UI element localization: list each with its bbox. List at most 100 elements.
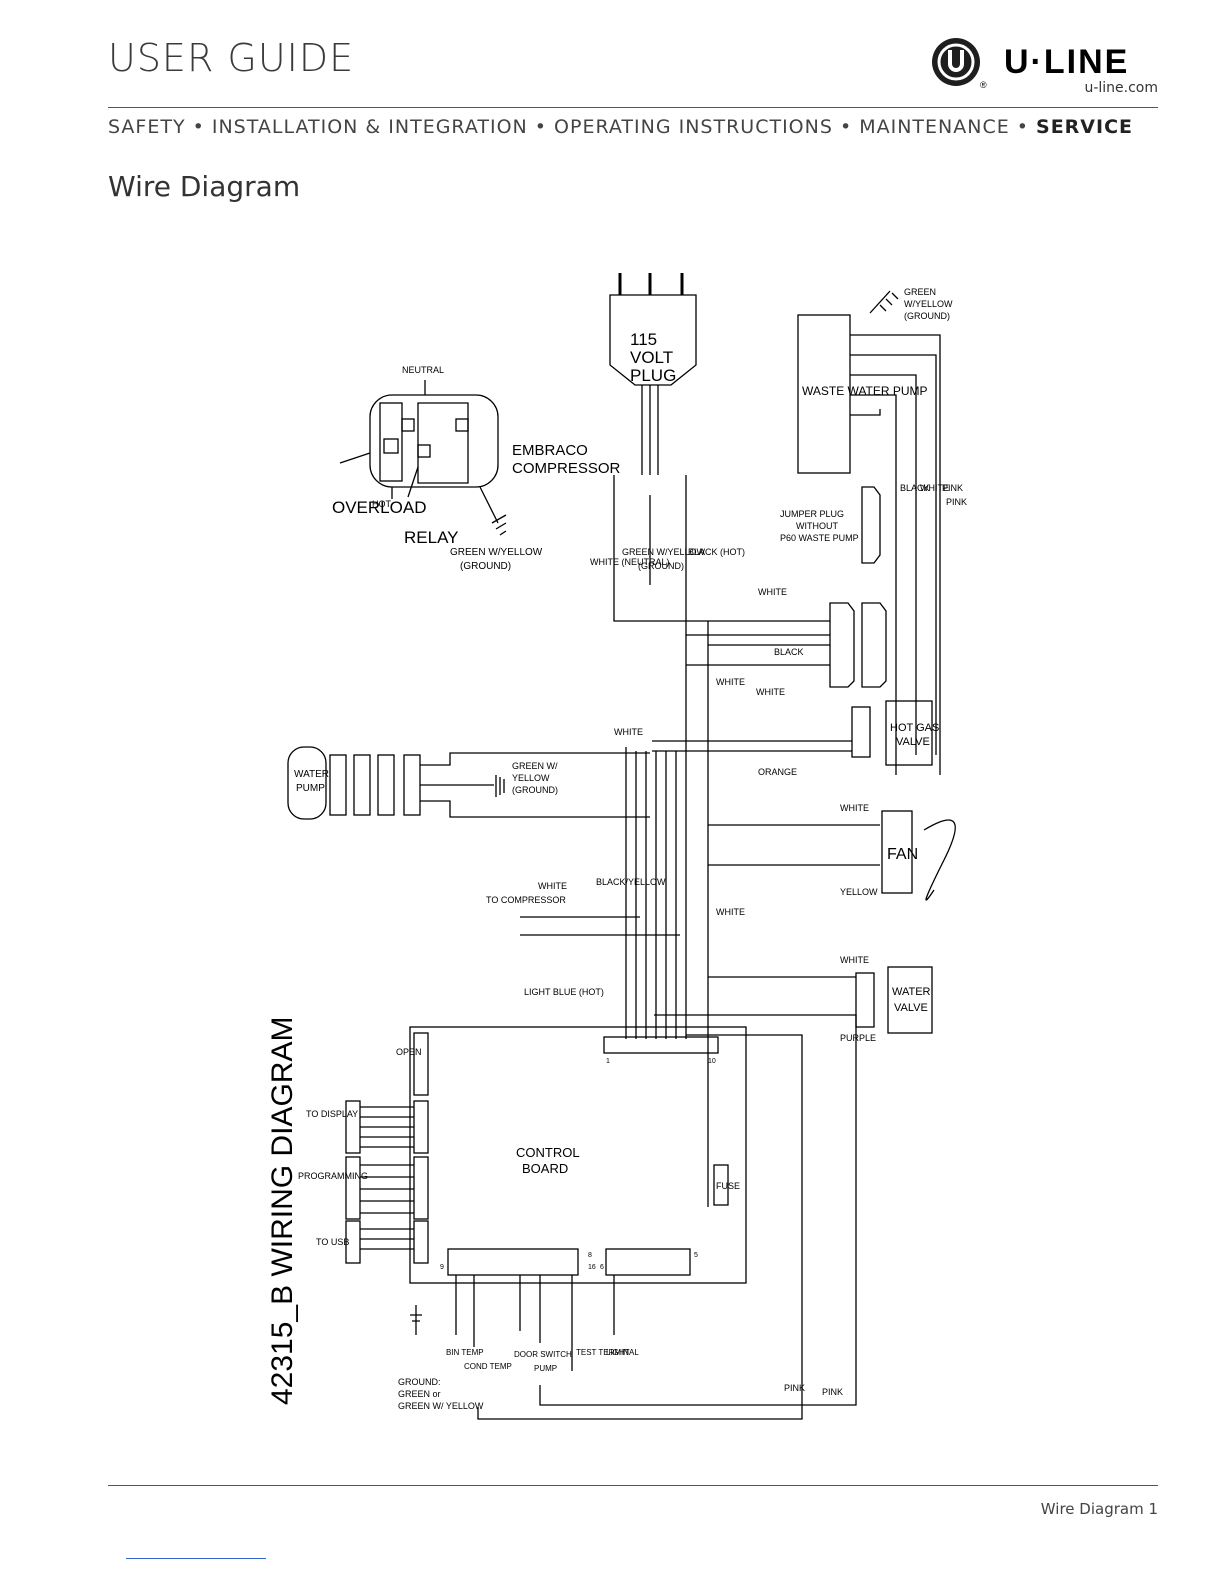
fuse-shape — [713, 1164, 729, 1206]
label-pink-3: PINK — [784, 1383, 805, 1393]
label-fuse: FUSE — [716, 1181, 740, 1191]
label-hot-gas-valve: VALVE — [896, 736, 930, 748]
label-pin-5: 5 — [694, 1252, 698, 1259]
label-white-3: WHITE — [716, 677, 745, 687]
label-pump: PUMP — [534, 1364, 557, 1373]
label-to-usb: TO USB — [316, 1237, 349, 1247]
label-to-compressor: TO COMPRESSOR — [486, 895, 566, 905]
waste-water-pump-shape — [797, 314, 851, 474]
label-bin-temp: BIN TEMP — [446, 1348, 484, 1357]
label-pin-9: 9 — [440, 1264, 444, 1271]
nav-item-maintenance[interactable]: MAINTENANCE — [859, 116, 1010, 138]
label-water: WATER — [892, 986, 931, 998]
label-water-pump: WATER — [294, 769, 329, 780]
label-open: OPEN — [396, 1047, 422, 1057]
footer-rule — [108, 1485, 1158, 1486]
nav-item-service[interactable]: SERVICE — [1036, 116, 1134, 138]
control-board-shape — [409, 1026, 747, 1284]
label-board: BOARD — [522, 1161, 568, 1176]
footer-page-label: Wire Diagram 1 — [1040, 1500, 1158, 1518]
label-programming: PROGRAMMING — [298, 1171, 368, 1181]
registered-mark: ® — [980, 80, 987, 90]
label-pump-wyellow: W/YELLOW — [904, 299, 953, 309]
label-embraco: EMBRACO — [512, 442, 588, 459]
label-white-9: WHITE — [538, 881, 567, 891]
label-overload: OVERLOAD — [332, 498, 426, 517]
footer-link-underline[interactable] — [126, 1558, 266, 1559]
label-water-pump-2: PUMP — [296, 783, 325, 794]
label-hot: HOT — [372, 499, 392, 509]
nav-item-operating[interactable]: OPERATING INSTRUCTIONS — [554, 116, 833, 138]
label-black-1: BLACK — [900, 483, 930, 493]
label-door-switch: DOOR SWITCH — [514, 1350, 572, 1359]
label-pink-2: PINK — [946, 497, 967, 507]
label-black-yellow: BLACK/YELLOW — [596, 877, 666, 887]
compressor-shape — [369, 394, 499, 488]
label-test-terminal: TEST TERMINAL — [576, 1348, 639, 1357]
label-pin-1: 1 — [606, 1058, 610, 1065]
label-pin-10: 10 — [708, 1058, 716, 1065]
label-orange: ORANGE — [758, 767, 797, 777]
label-pin-8: 8 — [588, 1252, 592, 1259]
section-title: Wire Diagram — [108, 170, 301, 203]
label-pin-6: 6 — [600, 1264, 604, 1271]
nav-item-safety[interactable]: SAFETY — [108, 116, 186, 138]
brand-name: U·LINE — [1004, 43, 1129, 81]
label-white-6: WHITE — [840, 803, 869, 813]
brand-logo: ® U·LINE — [932, 38, 1129, 90]
label-wp-yellow: YELLOW — [512, 773, 550, 783]
diagram-labels: 115 VOLT PLUG EMBRACO COMPRESSOR OVERLOA… — [294, 287, 967, 1411]
label-neutral: NEUTRAL — [402, 365, 444, 375]
label-ground-yellow: GREEN W/ YELLOW — [398, 1401, 484, 1411]
label-white-neutral: WHITE (NEUTRAL) — [590, 557, 670, 567]
label-115: 115 — [630, 330, 657, 349]
label-jumper-p60: P60 WASTE PUMP — [780, 533, 859, 543]
label-compressor: COMPRESSOR — [512, 460, 621, 477]
label-pin-16: 16 — [588, 1264, 596, 1271]
label-pink-4: PINK — [822, 1387, 843, 1397]
nav-item-installation[interactable]: INSTALLATION & INTEGRATION — [211, 116, 528, 138]
label-plug: PLUG — [630, 366, 676, 385]
water-pump-shape — [287, 746, 327, 820]
fan-shape — [881, 810, 913, 894]
label-wp-ground: GREEN W/ — [512, 761, 558, 771]
plug-shape — [609, 294, 697, 386]
label-wp-ground-2: (GROUND) — [512, 785, 558, 795]
label-white-2: WHITE — [758, 587, 787, 597]
label-pump-green: GREEN — [904, 287, 936, 297]
header-rule — [108, 107, 1158, 108]
label-plug-ground-2: (GROUND) — [638, 561, 684, 571]
label-fan: FAN — [887, 846, 918, 863]
label-control: CONTROL — [516, 1145, 580, 1160]
brand-url[interactable]: u-line.com — [1084, 80, 1158, 96]
label-black-hot: BLACK (HOT) — [688, 547, 745, 557]
wiring-diagram: 115 VOLT PLUG EMBRACO COMPRESSOR OVERLOA… — [266, 273, 967, 1420]
label-pink-1: PINK — [942, 483, 963, 493]
label-relay: RELAY — [404, 528, 459, 547]
label-white-7: WHITE — [716, 907, 745, 917]
label-plug-ground: GREEN W/YELLOW — [622, 547, 706, 557]
label-cond-temp: COND TEMP — [464, 1362, 512, 1371]
water-valve-shape — [887, 966, 933, 1034]
label-pump-ground: (GROUND) — [904, 311, 950, 321]
page-title: USER GUIDE — [108, 36, 355, 80]
label-jumper-without: WITHOUT — [796, 521, 838, 531]
section-nav: SAFETY • INSTALLATION & INTEGRATION • OP… — [108, 116, 1134, 138]
label-jumper-plug: JUMPER PLUG — [780, 509, 844, 519]
label-water-valve: VALVE — [894, 1002, 928, 1014]
label-white-1: WHITE — [920, 483, 949, 493]
label-comp-ground-2: (GROUND) — [460, 561, 511, 572]
label-volt: VOLT — [630, 348, 673, 367]
label-ground-green: GREEN or — [398, 1389, 441, 1399]
hot-gas-valve-shape — [885, 700, 933, 766]
label-light: LIGHT — [606, 1348, 630, 1357]
label-yellow: YELLOW — [840, 887, 878, 897]
diagram-title: 42315_B WIRING DIAGRAM — [266, 1017, 299, 1405]
label-light-blue: LIGHT BLUE (HOT) — [524, 987, 604, 997]
label-purple: PURPLE — [840, 1033, 876, 1043]
label-hot-gas: HOT GAS — [890, 722, 939, 734]
label-ground: GROUND: — [398, 1377, 441, 1387]
label-white-4: WHITE — [756, 687, 785, 697]
label-to-display: TO DISPLAY — [306, 1109, 358, 1119]
label-waste-water-pump: WASTE WATER PUMP — [802, 384, 928, 398]
